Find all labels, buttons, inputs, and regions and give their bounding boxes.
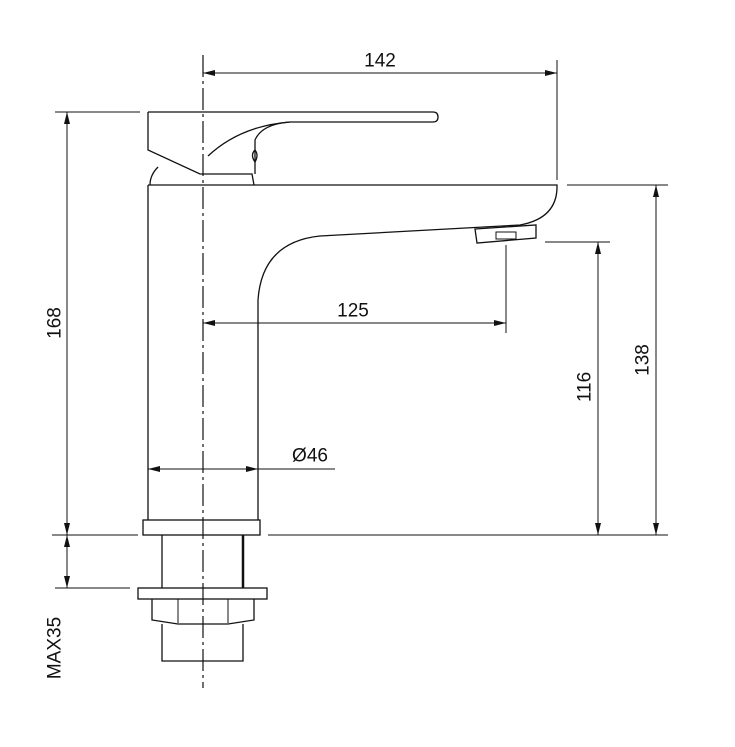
dim-max35: MAX35 <box>44 616 66 680</box>
dim-138: 138 <box>632 344 654 376</box>
aerator <box>474 224 537 244</box>
dimension-lines <box>52 60 668 589</box>
dim-diameter-46: Ø46 <box>292 445 328 467</box>
dim-125: 125 <box>337 300 369 322</box>
dim-116: 116 <box>574 371 596 403</box>
dim-142: 142 <box>364 50 396 72</box>
faucet-body <box>147 184 558 520</box>
dim-168: 168 <box>44 307 66 339</box>
mounting-hardware <box>137 519 268 662</box>
faucet-handle <box>147 111 439 186</box>
